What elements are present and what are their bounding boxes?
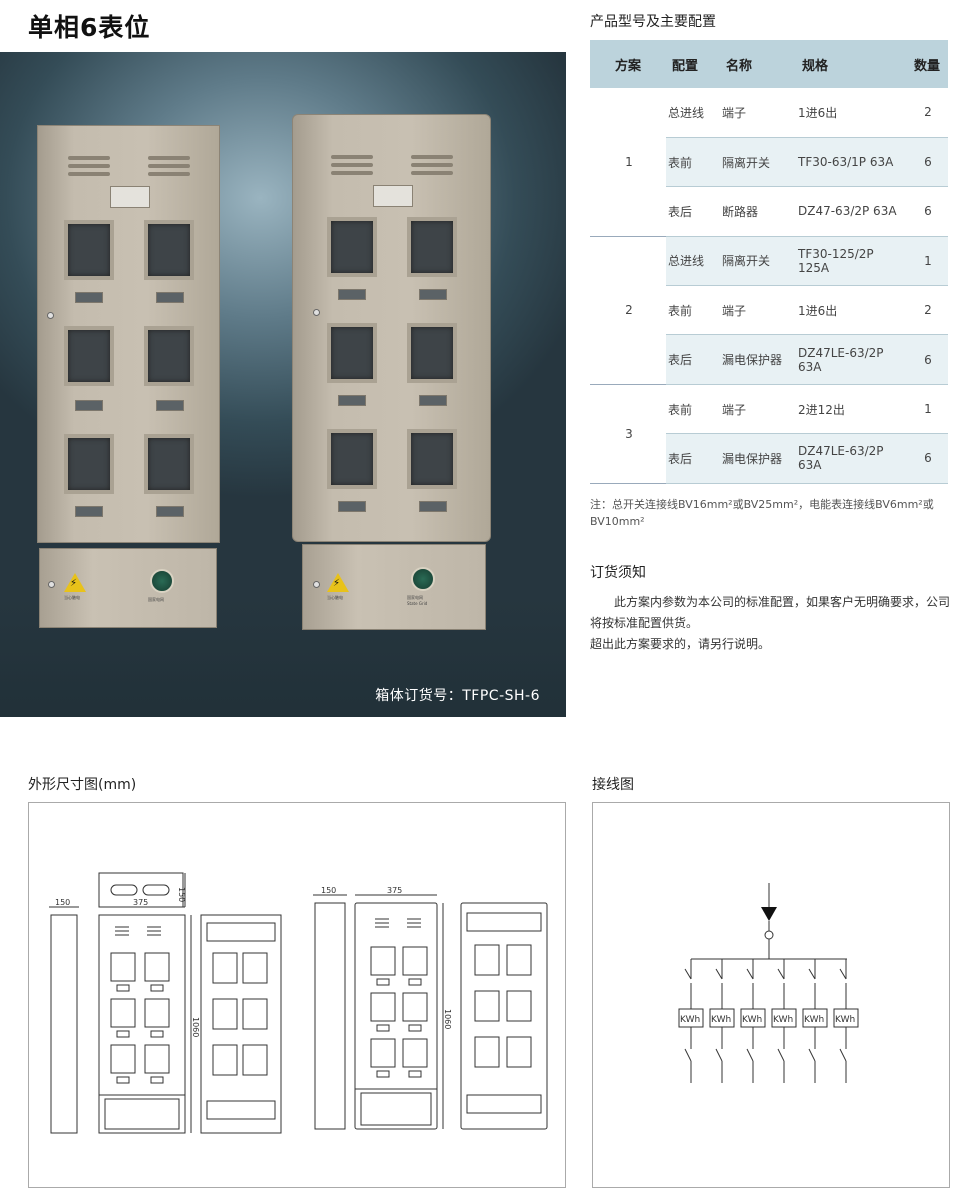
header-config: 配置 bbox=[666, 40, 720, 88]
state-grid-logo-icon bbox=[411, 567, 435, 591]
switch-upper bbox=[684, 968, 692, 980]
switch-lower bbox=[808, 1048, 816, 1062]
switch-upper bbox=[839, 968, 847, 980]
order-number: 箱体订货号：TFPC-SH-6 bbox=[375, 688, 540, 704]
dim-depth-top: 150 bbox=[177, 887, 186, 902]
kwh-label: KWh bbox=[773, 1015, 793, 1025]
table-row: 表后 漏电保护器 DZ47LE-63/2P 63A 6 bbox=[590, 433, 948, 484]
switch-upper bbox=[715, 968, 723, 980]
table-row: 表前 隔离开关 TF30-63/1P 63A 6 bbox=[590, 137, 948, 188]
plan-cell: 1 bbox=[590, 88, 666, 237]
dim-width-1: 375 bbox=[133, 898, 148, 907]
table-row: 2 总进线 隔离开关 TF30-125/2P 125A 1 bbox=[590, 236, 948, 385]
switch-upper bbox=[777, 968, 785, 980]
cabinet-left-lower: 当心触电 国家电网 bbox=[39, 548, 217, 628]
dimension-drawing-box: 150 375 150 1060 150 375 1060 bbox=[28, 802, 566, 1188]
header-name: 名称 bbox=[720, 40, 796, 88]
spec-title: 产品型号及主要配置 bbox=[590, 14, 716, 30]
incoming-arrow-icon bbox=[761, 907, 777, 921]
switch-upper bbox=[808, 968, 816, 980]
table-row: 3 表前 端子 2进12出 1 bbox=[590, 384, 948, 484]
switch-lower bbox=[777, 1048, 785, 1062]
cabinet-left bbox=[37, 125, 220, 543]
spec-table: 方案 配置 名称 规格 数量 1 总进线 端子 1进6出 2 表前 隔离开关 T… bbox=[590, 40, 948, 484]
dim-height-1: 1060 bbox=[191, 1017, 200, 1037]
state-grid-logo-icon bbox=[150, 569, 174, 593]
order-body: 此方案内参数为本公司的标准配置，如果客户无明确要求，公司将按标准配置供货。 超出… bbox=[590, 592, 950, 655]
kwh-label: KWh bbox=[835, 1015, 855, 1025]
table-row: 表前 端子 1进6出 2 bbox=[590, 285, 948, 336]
wiring-diagram: KWh KWh KWh KWh KWh KWh bbox=[678, 883, 859, 1083]
kwh-label: KWh bbox=[711, 1015, 731, 1025]
cabinet-right bbox=[292, 114, 491, 542]
header-qty: 数量 bbox=[906, 40, 948, 88]
header-plan: 方案 bbox=[590, 40, 666, 88]
cabinet-right-lower: 当心触电 国家电网 State Grid bbox=[302, 544, 486, 630]
plan-cell: 2 bbox=[590, 236, 666, 385]
plan-cell: 3 bbox=[590, 384, 666, 484]
dimension-title: 外形尺寸图(mm) bbox=[28, 777, 137, 793]
table-row: 表后 断路器 DZ47-63/2P 63A 6 bbox=[590, 186, 948, 237]
page-title: 单相6表位 bbox=[28, 13, 151, 42]
header-spec: 规格 bbox=[796, 40, 906, 88]
wiring-diagram-box: KWh KWh KWh KWh KWh KWh bbox=[592, 802, 950, 1188]
dim-width-2: 375 bbox=[387, 886, 402, 895]
order-para-1: 此方案内参数为本公司的标准配置，如果客户无明确要求，公司将按标准配置供货。 bbox=[590, 595, 951, 630]
dim-height-2: 1060 bbox=[443, 1009, 452, 1029]
dimension-drawing: 150 375 150 1060 150 375 1060 bbox=[49, 872, 548, 1134]
kwh-label: KWh bbox=[680, 1015, 700, 1025]
spec-header-row: 方案 配置 名称 规格 数量 bbox=[590, 40, 948, 88]
order-para-2: 超出此方案要求的，请另行说明。 bbox=[590, 637, 771, 651]
warning-icon bbox=[327, 573, 349, 592]
kwh-label: KWh bbox=[742, 1015, 762, 1025]
switch-lower bbox=[746, 1048, 754, 1062]
warning-icon bbox=[64, 573, 86, 592]
switch-lower bbox=[839, 1048, 847, 1062]
kwh-label: KWh bbox=[804, 1015, 824, 1025]
product-photo: 当心触电 国家电网 当心触电 国家电网 State Grid 箱体订货号：TFP… bbox=[0, 52, 566, 717]
switch-lower bbox=[684, 1048, 692, 1062]
dim-depth-2: 150 bbox=[321, 886, 336, 895]
switch-upper bbox=[746, 968, 754, 980]
table-row: 表后 漏电保护器 DZ47LE-63/2P 63A 6 bbox=[590, 334, 948, 385]
wiring-title: 接线图 bbox=[592, 777, 634, 793]
switch-lower bbox=[715, 1048, 723, 1062]
order-title: 订货须知 bbox=[590, 565, 646, 581]
dim-depth-1: 150 bbox=[55, 898, 70, 907]
table-row: 1 总进线 端子 1进6出 2 bbox=[590, 88, 948, 237]
spec-note: 注：总开关连接线BV16mm²或BV25mm²，电能表连接线BV6mm²或BV1… bbox=[590, 498, 934, 528]
